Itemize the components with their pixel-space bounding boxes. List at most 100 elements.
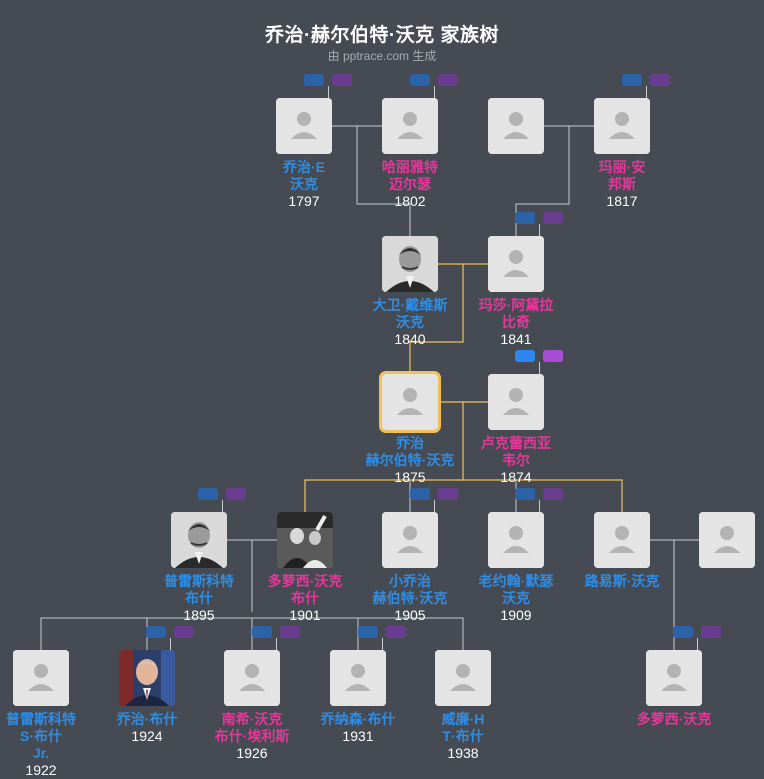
person-name-line: 普雷斯科特	[6, 711, 76, 727]
person-name: 路易斯·沃克	[557, 573, 687, 590]
person-name-line: T·布什	[442, 728, 484, 744]
avatar-placeholder-icon[interactable]	[382, 512, 438, 568]
portrait-photo[interactable]	[119, 650, 175, 706]
expand-parents-button[interactable]	[304, 74, 324, 86]
person-name-line: 沃克	[502, 590, 530, 606]
person-name-line: 路易斯·沃克	[584, 573, 660, 589]
person-name-line: 乔治	[396, 435, 424, 451]
expand-children-button[interactable]	[280, 626, 300, 638]
portrait-photo[interactable]	[171, 512, 227, 568]
person-name-line: 普雷斯科特	[164, 573, 234, 589]
avatar-placeholder-icon[interactable]	[224, 650, 280, 706]
person-name-line: S·布什	[20, 728, 62, 744]
expand-parents-button[interactable]	[146, 626, 166, 638]
expand-children-button[interactable]	[543, 488, 563, 500]
avatar-placeholder-icon[interactable]	[488, 98, 544, 154]
avatar-placeholder-icon[interactable]	[435, 650, 491, 706]
expand-parents-button[interactable]	[358, 626, 378, 638]
portrait-photo[interactable]	[382, 236, 438, 292]
person-name-line: 邦斯	[608, 176, 636, 192]
avatar-placeholder-icon[interactable]	[594, 98, 650, 154]
birth-year: 1895	[183, 607, 215, 623]
expand-children-button[interactable]	[438, 74, 458, 86]
birth-year: 1922	[25, 762, 57, 778]
birth-year: 1938	[447, 745, 479, 761]
expand-children-button[interactable]	[438, 488, 458, 500]
birth-year: 1874	[500, 469, 532, 485]
birth-year: 1905	[394, 607, 426, 623]
person-name-line: 大卫·戴维斯	[372, 297, 448, 313]
person-name-line: Jr.	[32, 745, 50, 761]
birth-year: 1802	[394, 193, 426, 209]
person-name-line: 迈尔瑟	[389, 176, 431, 192]
control-connector	[328, 86, 329, 98]
birth-year: 1875	[394, 469, 426, 485]
control-connector	[170, 638, 171, 650]
avatar-placeholder-icon[interactable]	[330, 650, 386, 706]
expand-parents-button[interactable]	[515, 488, 535, 500]
person-name-line: 乔纳森·布什	[320, 711, 396, 727]
page-title: 乔治·赫尔伯特·沃克 家族树	[265, 25, 499, 46]
expand-parents-button[interactable]	[410, 74, 430, 86]
birth-year: 1817	[606, 193, 638, 209]
control-connector	[646, 86, 647, 98]
person-name: 多萝西·沃克	[609, 711, 739, 728]
expand-parents-button[interactable]	[515, 212, 535, 224]
person-name-line: 老约翰·默瑟	[478, 573, 554, 589]
control-connector	[539, 500, 540, 512]
avatar-placeholder-icon[interactable]	[382, 98, 438, 154]
person-name-line: 比奇	[502, 314, 530, 330]
person-name-line: 哈丽雅特	[382, 159, 438, 175]
expand-children-button[interactable]	[174, 626, 194, 638]
person-name-line: 玛莎·阿黛拉	[478, 297, 554, 313]
avatar-placeholder-icon[interactable]	[13, 650, 69, 706]
control-connector	[434, 500, 435, 512]
person-name-line: 乔治·布什	[116, 711, 178, 727]
expand-children-button[interactable]	[226, 488, 246, 500]
expand-parents-button[interactable]	[622, 74, 642, 86]
birth-year: 1924	[131, 728, 163, 744]
avatar-placeholder-icon[interactable]	[379, 371, 441, 433]
expand-parents-button[interactable]	[198, 488, 218, 500]
control-connector	[539, 362, 540, 374]
avatar-placeholder-icon[interactable]	[646, 650, 702, 706]
birth-year: 1926	[236, 745, 268, 761]
control-connector	[222, 500, 223, 512]
person-name-line: 赫伯特·沃克	[372, 590, 448, 606]
avatar-placeholder-icon[interactable]	[699, 512, 755, 568]
expand-children-button[interactable]	[543, 350, 563, 362]
person-name-line: 卢克蕾西亚	[481, 435, 551, 451]
expand-parents-button[interactable]	[673, 626, 693, 638]
expand-parents-button[interactable]	[410, 488, 430, 500]
page-subtitle: 由 pptrace.com 生成	[327, 49, 437, 63]
expand-children-button[interactable]	[543, 212, 563, 224]
birth-year: 1797	[288, 193, 320, 209]
person-name-line: 布什·埃利斯	[214, 728, 290, 744]
expand-children-button[interactable]	[701, 626, 721, 638]
avatar-placeholder-icon[interactable]	[488, 374, 544, 430]
person-name-line: 布什	[291, 590, 319, 606]
avatar-placeholder-icon[interactable]	[276, 98, 332, 154]
avatar-placeholder-icon[interactable]	[488, 512, 544, 568]
expand-parents-button[interactable]	[515, 350, 535, 362]
expand-children-button[interactable]	[386, 626, 406, 638]
portrait-photo[interactable]	[277, 512, 333, 568]
avatar-placeholder-icon[interactable]	[594, 512, 650, 568]
expand-parents-button[interactable]	[252, 626, 272, 638]
person-name-line: 布什	[185, 590, 213, 606]
avatar-placeholder-icon[interactable]	[488, 236, 544, 292]
person-name-line: 韦尔	[502, 452, 530, 468]
expand-children-button[interactable]	[332, 74, 352, 86]
expand-children-button[interactable]	[650, 74, 670, 86]
